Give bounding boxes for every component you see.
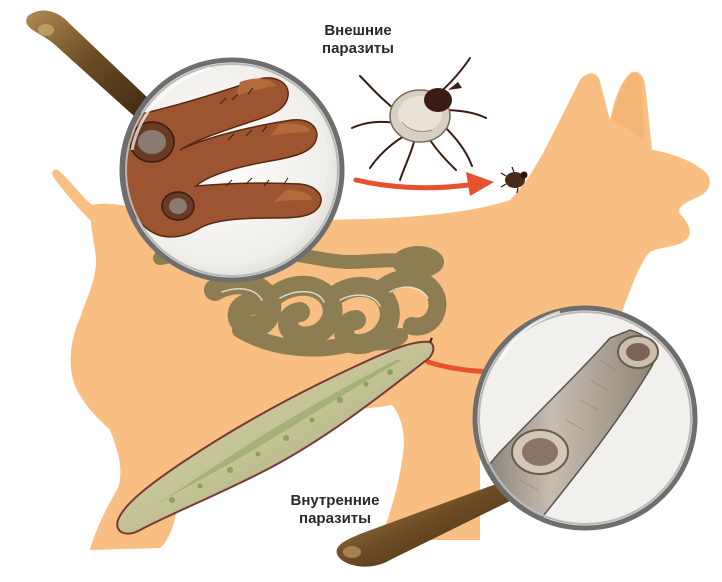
internal-label-line1: Внутренние xyxy=(276,492,394,510)
external-parasites-label: Внешние паразиты xyxy=(310,22,406,58)
arrow-to-tick-head xyxy=(466,172,494,196)
arrow-to-tick xyxy=(356,180,468,188)
magnifier-icon xyxy=(26,10,342,280)
internal-label-line2: паразиты xyxy=(276,510,394,528)
tick-icon xyxy=(352,58,486,180)
stomach xyxy=(392,246,444,278)
external-label-line2: паразиты xyxy=(310,40,406,58)
internal-parasites-label: Внутренние паразиты xyxy=(276,492,394,528)
dog-tail xyxy=(52,169,92,222)
external-label-line1: Внешние xyxy=(310,22,406,40)
